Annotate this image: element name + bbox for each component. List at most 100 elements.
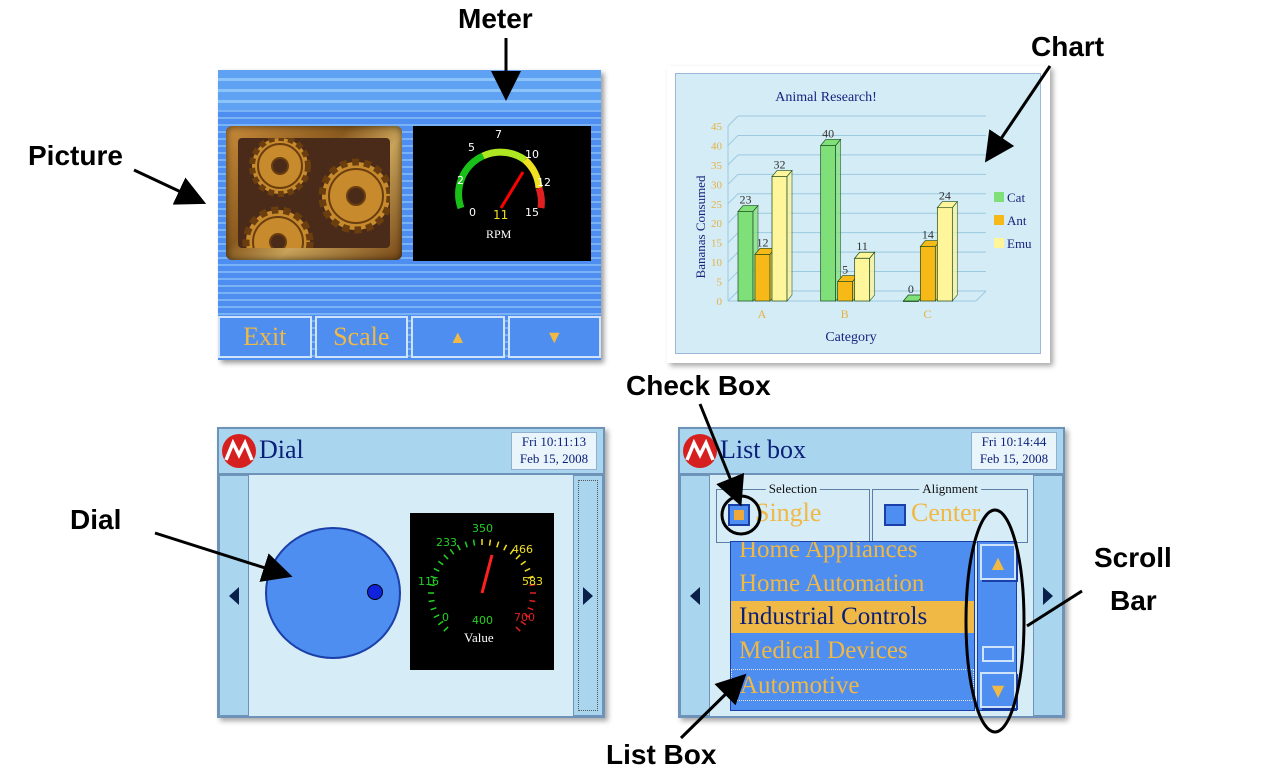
chart-gridline — [727, 135, 739, 146]
chart-bar — [854, 257, 871, 302]
exit-button[interactable]: Exit — [218, 316, 312, 358]
prev-screen-button[interactable] — [219, 475, 249, 716]
clock-time: Fri 10:14:44 — [981, 434, 1047, 449]
list-item[interactable]: Automotive — [731, 669, 974, 701]
list-item-selected[interactable]: Industrial Controls — [731, 601, 974, 633]
chart-screen: Animal Research! Bananas Consumed Catego… — [667, 66, 1050, 363]
gauge-tick-mark — [527, 607, 534, 611]
value-gauge: 233 350 466 116 583 0 400 700 Value — [410, 513, 554, 670]
gauge-tick: 400 — [472, 614, 493, 627]
chart-ytick: 25 — [711, 199, 723, 211]
meter-screen: 0 2 5 7 10 12 15 11 RPM Exit Scale ▲ ▼ — [218, 70, 601, 360]
chart-bar — [771, 176, 788, 302]
gauge-tick-mark — [524, 614, 531, 619]
center-checkbox-label: Center — [911, 498, 981, 527]
chart-data-label: 32 — [774, 158, 786, 172]
next-screen-button[interactable] — [1033, 475, 1063, 716]
chart-data-label: 11 — [856, 239, 868, 253]
callout-meter: Meter — [458, 3, 533, 34]
callout-check-box: Check Box — [626, 370, 771, 401]
chart-ytick: 30 — [711, 179, 723, 191]
chart-data-label: 12 — [757, 235, 769, 249]
chart-bar — [820, 145, 837, 302]
gears-icon — [242, 138, 390, 248]
gauge-tick-mark — [437, 620, 444, 626]
microchip-logo-icon — [683, 434, 717, 468]
gauge-tick-mark — [433, 614, 440, 619]
gauge-tick: 700 — [514, 611, 535, 624]
scroll-up-button[interactable]: ▲ — [980, 544, 1016, 580]
gauge-tick: 116 — [418, 575, 439, 588]
gauge-tick-mark — [428, 599, 435, 603]
meter-value: 11 — [493, 208, 508, 222]
gauge-tick-mark — [527, 575, 534, 579]
gauge-tick-mark — [524, 567, 531, 572]
chart-xtick: C — [923, 307, 931, 321]
chart-ytick: 40 — [711, 140, 723, 152]
gauge-tick-mark — [520, 620, 527, 626]
chart-gridline — [727, 271, 739, 282]
single-checkbox-label: Single — [755, 498, 822, 527]
chart-gridline — [727, 212, 739, 224]
chart-gridline — [727, 232, 739, 244]
listbox-screen: List box Fri 10:14:44 Feb 15, 2008 Selec… — [678, 427, 1065, 718]
left-arrow-icon — [229, 586, 239, 605]
list-item[interactable]: Home Automation — [739, 570, 925, 597]
meter-tick: 7 — [495, 128, 502, 141]
title-bar: Dial Fri 10:11:13 Feb 15, 2008 — [219, 429, 603, 475]
callout-dial: Dial — [70, 504, 122, 535]
gauge-tick-mark — [520, 560, 527, 566]
prev-screen-button[interactable] — [680, 475, 710, 716]
down-button[interactable]: ▼ — [507, 316, 601, 358]
gauge-tick-mark — [443, 554, 449, 560]
callout-chart: Chart — [1031, 31, 1105, 62]
list-box[interactable]: Home Appliances Home Automation Industri… — [730, 541, 975, 711]
title-strip — [218, 70, 601, 110]
microchip-logo-icon — [222, 434, 256, 468]
clock-time: Fri 10:11:13 — [521, 434, 587, 449]
chart-bar-side — [835, 138, 842, 302]
chart-bar-side — [951, 200, 958, 302]
legend-swatch — [994, 215, 1004, 225]
chart-title: Animal Research! — [775, 90, 876, 105]
up-button[interactable]: ▲ — [411, 316, 505, 358]
chart-gridline — [727, 193, 739, 205]
list-item[interactable]: Medical Devices — [739, 637, 908, 664]
clock: Fri 10:11:13 Feb 15, 2008 — [511, 432, 597, 470]
gauge-tick-mark — [496, 541, 500, 548]
callout-picture: Picture — [28, 140, 123, 171]
callout-list-box: List Box — [606, 739, 717, 770]
scroll-down-button[interactable]: ▼ — [980, 672, 1016, 708]
chart-bar — [737, 211, 754, 302]
chart-data-label: 24 — [939, 189, 951, 203]
chart-bar-side — [786, 169, 793, 302]
picture-arrow — [133, 168, 207, 205]
legend-entry: Emu — [1007, 236, 1032, 251]
page-title: Dial — [259, 435, 304, 464]
next-screen-button[interactable] — [573, 475, 603, 716]
dial-screen: Dial Fri 10:11:13 Feb 15, 2008 233 350 4… — [217, 427, 605, 718]
gauge-tick: 583 — [522, 575, 543, 588]
clock-date: Feb 15, 2008 — [979, 451, 1049, 466]
alignment-caption: Alignment — [919, 481, 981, 497]
gauge-tick-mark — [456, 544, 461, 551]
left-arrow-icon — [690, 586, 700, 605]
meter-tick: 12 — [537, 176, 551, 189]
gauge-tick: 0 — [442, 611, 449, 624]
scale-button[interactable]: Scale — [314, 316, 408, 358]
meter-tick: 2 — [457, 174, 464, 187]
scroll-bar[interactable]: ▲ ▼ — [977, 541, 1017, 711]
single-checkbox[interactable] — [728, 504, 750, 526]
chart-ytick: 0 — [717, 296, 723, 308]
scroll-thumb[interactable] — [982, 646, 1014, 662]
gauge-tick-mark — [529, 599, 536, 603]
meter-tick: 0 — [469, 206, 476, 219]
bar-chart: Animal Research! Bananas Consumed Catego… — [693, 90, 1032, 345]
gauge-tick-mark — [515, 626, 521, 632]
chart-gridline — [727, 173, 739, 185]
center-checkbox[interactable] — [884, 504, 906, 526]
gauge-label: Value — [464, 630, 494, 645]
chart-gridline — [727, 251, 739, 263]
gauge-tick-mark — [488, 539, 492, 546]
list-item[interactable]: Home Appliances — [739, 541, 918, 563]
